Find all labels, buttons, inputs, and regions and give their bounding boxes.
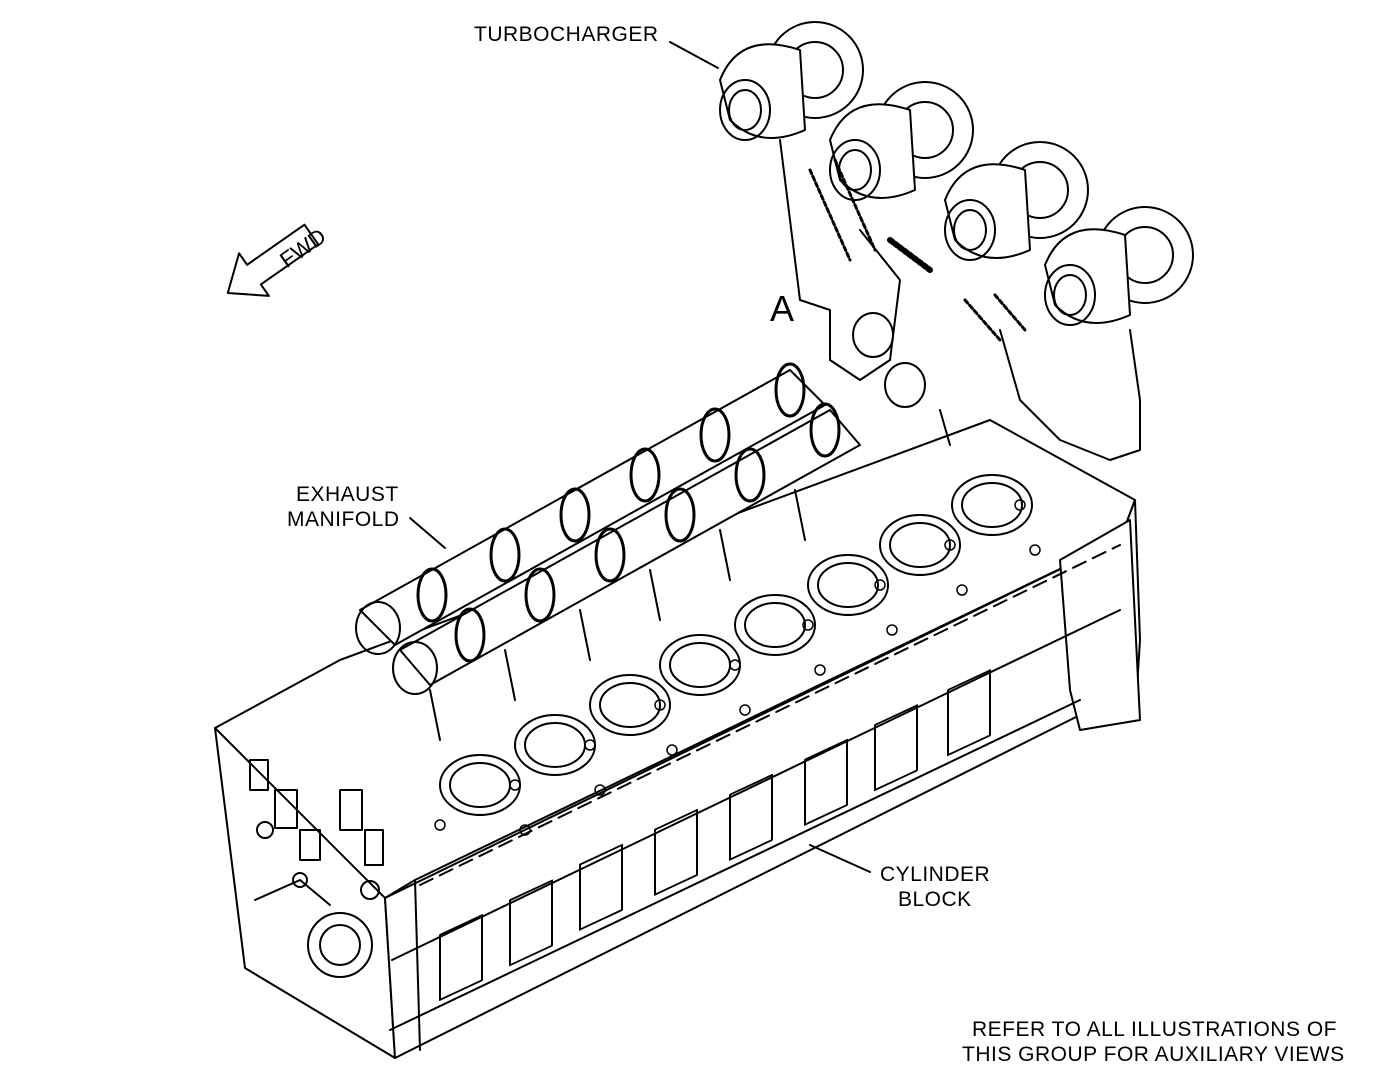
exhaust-manifold-label-line2: MANIFOLD xyxy=(287,508,400,531)
turbocharger-leader xyxy=(669,41,719,69)
exhaust-manifold-leader xyxy=(409,517,446,549)
cylinder-block xyxy=(214,419,1141,1059)
cylinder-block-label-line1: CYLINDER xyxy=(880,863,991,886)
turbocharger-unit xyxy=(719,21,864,141)
auxiliary-note-line1: REFER TO ALL ILLUSTRATIONS OF xyxy=(972,1018,1337,1041)
fwd-arrow-icon xyxy=(226,223,320,297)
turbocharger-label: TURBOCHARGER xyxy=(474,23,659,46)
cylinder-block-label-line2: BLOCK xyxy=(898,888,972,911)
turbocharger-unit xyxy=(944,141,1089,261)
exhaust-manifold xyxy=(355,362,951,741)
turbocharger-unit xyxy=(1044,206,1194,326)
auxiliary-note-line2: THIS GROUP FOR AUXILIARY VIEWS xyxy=(962,1043,1345,1066)
exhaust-manifold-label-line1: EXHAUST xyxy=(296,483,399,506)
crankcase-windows xyxy=(439,669,991,1001)
turbocharger-unit xyxy=(829,81,974,201)
block-front-detail xyxy=(249,759,384,978)
deck-bolt-holes xyxy=(434,499,1041,836)
view-marker-a: A xyxy=(770,288,795,329)
cylinder-block-leader xyxy=(809,844,871,873)
turbochargers xyxy=(719,21,1194,461)
